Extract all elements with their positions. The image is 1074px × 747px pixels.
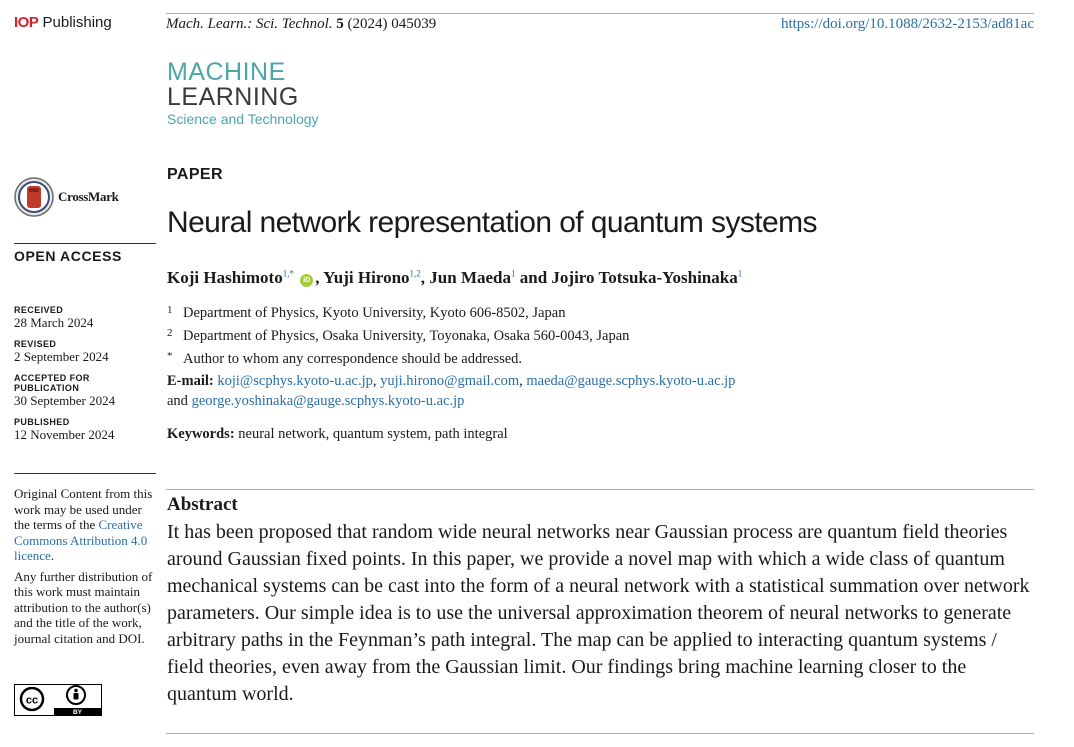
email-link[interactable]: koji@scphys.kyoto-u.ac.jp <box>217 373 373 389</box>
crossmark-badge[interactable]: CrossMark <box>14 177 119 217</box>
journal-year-article: (2024) 045039 <box>347 16 437 32</box>
email-link[interactable]: george.yoshinaka@gauge.scphys.kyoto-u.ac… <box>191 393 465 409</box>
keywords-list: neural network, quantum system, path int… <box>234 426 508 442</box>
email-link[interactable]: yuji.hirono@gmail.com <box>380 373 520 389</box>
header-rule <box>166 13 1034 14</box>
doi-link[interactable]: https://doi.org/10.1088/2632-2153/ad81ac <box>780 16 1034 32</box>
abstract-heading: Abstract <box>167 494 238 515</box>
journal-name: Mach. Learn.: Sci. Technol. <box>166 16 333 32</box>
author-affil-mark: 1,2 <box>409 268 421 279</box>
author-affil-mark: 1 <box>511 268 516 279</box>
email-block: E-mail: koji@scphys.kyoto-u.ac.jp, yuji.… <box>167 373 736 409</box>
journal-citation: Mach. Learn.: Sci. Technol. 5 (2024) 045… <box>166 16 436 33</box>
author-name: Jojiro Totsuka-Yoshinaka <box>551 268 738 287</box>
svg-text:cc: cc <box>26 695 38 707</box>
publication-dates: RECEIVED 28 March 2024 REVISED 2 Septemb… <box>14 297 156 443</box>
sidebar-rule <box>14 243 156 244</box>
article-type: PAPER <box>167 166 223 183</box>
keywords: Keywords: neural network, quantum system… <box>167 426 508 443</box>
cc-by-label: BY <box>73 709 83 716</box>
cc-by-icon: cc BY <box>14 684 102 716</box>
email-link[interactable]: maeda@gauge.scphys.kyoto-u.ac.jp <box>526 373 736 389</box>
author-name: Koji Hashimoto <box>167 268 283 287</box>
author-name: Yuji Hirono <box>323 268 410 287</box>
author-affil-mark: 1,* <box>282 268 294 279</box>
open-access-label: OPEN ACCESS <box>14 248 122 264</box>
journal-logo: MACHINE LEARNING Science and Technology <box>167 58 319 128</box>
date-accepted: ACCEPTED FOR PUBLICATION 30 September 20… <box>14 373 116 408</box>
cc-by-badge[interactable]: cc BY <box>14 684 102 721</box>
author-list: Koji Hashimoto1,* iD, Yuji Hirono1,2, Ju… <box>167 268 743 287</box>
author-name: Jun Maeda <box>429 268 511 287</box>
crossmark-icon <box>14 177 54 217</box>
abstract-rule <box>166 489 1034 490</box>
email-label: E-mail: <box>167 373 214 389</box>
abstract-body: It has been proposed that random wide ne… <box>167 521 1030 705</box>
affiliation-item: *Author to whom any correspondence shoul… <box>167 350 523 367</box>
date-revised: REVISED 2 September 2024 <box>14 339 109 364</box>
license-paragraph-1: Original Content from this work may be u… <box>14 486 153 563</box>
cc-license-link[interactable]: Creative Commons Attribution 4.0 licence <box>14 517 148 563</box>
author-affil-mark: 1 <box>737 268 743 279</box>
bottom-rule <box>166 733 1034 734</box>
license-text: Original Content from this work may be u… <box>14 486 156 651</box>
date-received: RECEIVED 28 March 2024 <box>14 305 94 330</box>
publisher-logo: IOP Publishing <box>14 14 112 31</box>
orcid-icon[interactable]: iD <box>300 274 314 287</box>
license-paragraph-2: Any further distribution of this work mu… <box>14 568 153 646</box>
article-title: Neural network representation of quantum… <box>167 206 817 239</box>
journal-volume: 5 <box>336 16 344 32</box>
keywords-label: Keywords: <box>167 426 235 442</box>
crossmark-label: CrossMark <box>58 189 119 204</box>
license-rule <box>14 473 156 474</box>
date-published: PUBLISHED 12 November 2024 <box>14 417 115 442</box>
